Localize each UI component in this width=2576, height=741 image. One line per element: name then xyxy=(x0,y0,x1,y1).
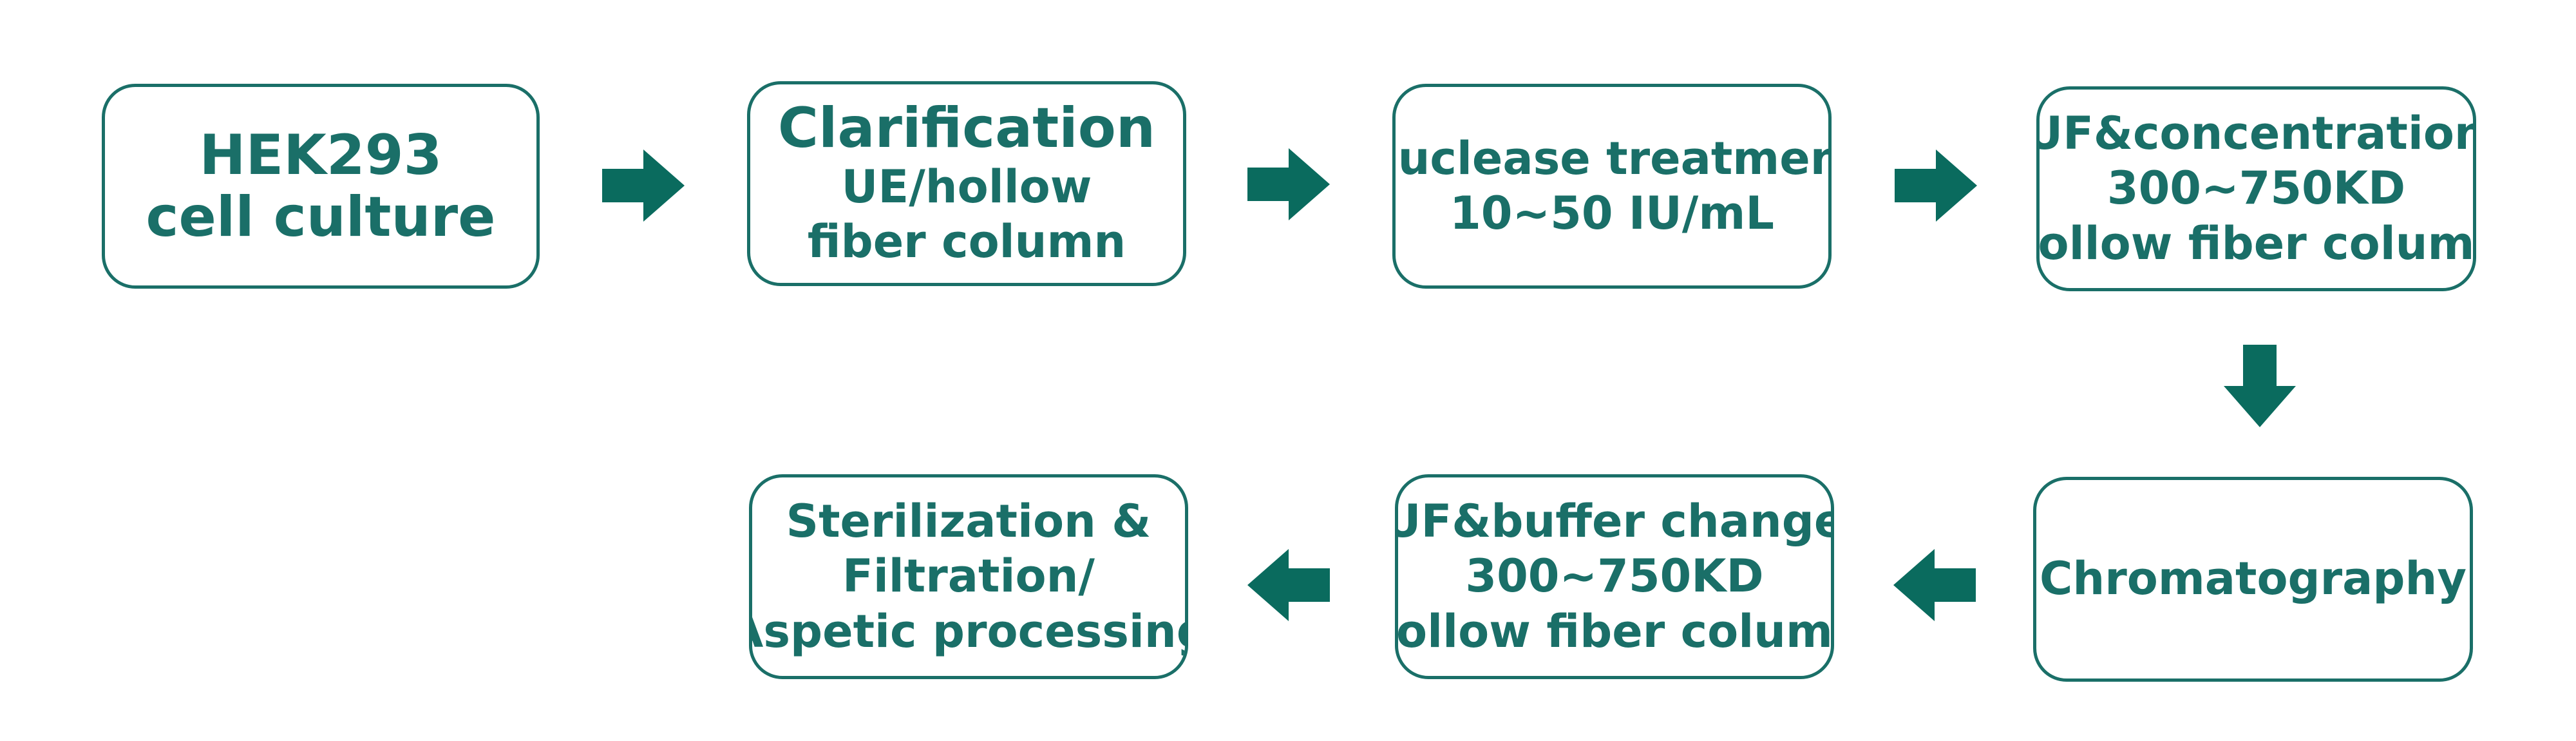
step-sterilization: Sterilization & Filtration/ Aspetic proc… xyxy=(749,474,1188,679)
step-sterilization-line-1: Sterilization & xyxy=(786,494,1151,548)
arrow-left-icon xyxy=(1893,549,1976,621)
step-uf-buffer-line-1: UF&buffer change xyxy=(1395,494,1834,548)
step-uf-concentration-line-3: hollow fiber column xyxy=(2038,217,2475,270)
step-uf-buffer-line-3: hollow fiber column xyxy=(1396,604,1833,658)
arrow-right-icon xyxy=(1895,149,1977,222)
arrow-down-icon xyxy=(2224,345,2296,427)
step-clarification-line-1: Clarification xyxy=(777,96,1156,161)
step-sterilization-line-2: Filtration/ xyxy=(842,550,1095,603)
step-clarification: Clarification UE/hollow fiber column xyxy=(747,81,1186,286)
step-nuclease-line-1: Nuclease treatment xyxy=(1396,131,1828,185)
arrow-right-icon xyxy=(1247,148,1330,220)
arrow-left-icon xyxy=(1247,549,1330,621)
step-sterilization-line-3: Aspetic processing xyxy=(749,604,1188,658)
step-clarification-line-2: UE/hollow xyxy=(841,160,1092,213)
step-nuclease-treatment: Nuclease treatment 10~50 IU/mL xyxy=(1392,84,1832,289)
step-uf-concentration: UF&concentration 300~750KD hollow fiber … xyxy=(2036,86,2476,291)
step-cell-culture: HEK293 cell culture xyxy=(102,84,540,289)
step-nuclease-line-2: 10~50 IU/mL xyxy=(1450,187,1774,240)
arrow-right-icon xyxy=(602,149,685,222)
step-uf-buffer-change: UF&buffer change 300~750KD hollow fiber … xyxy=(1395,474,1834,679)
step-uf-concentration-line-1: UF&concentration xyxy=(2036,106,2476,160)
step-cell-culture-line-1: HEK293 xyxy=(199,122,442,188)
step-chromatography: Chromatography xyxy=(2033,477,2473,682)
step-uf-concentration-line-2: 300~750KD xyxy=(2107,162,2406,215)
step-chromatography-label: Chromatography xyxy=(2040,552,2467,606)
step-cell-culture-line-2: cell culture xyxy=(146,185,496,249)
step-uf-buffer-line-2: 300~750KD xyxy=(1465,550,1764,603)
step-clarification-line-3: fiber column xyxy=(807,215,1126,269)
